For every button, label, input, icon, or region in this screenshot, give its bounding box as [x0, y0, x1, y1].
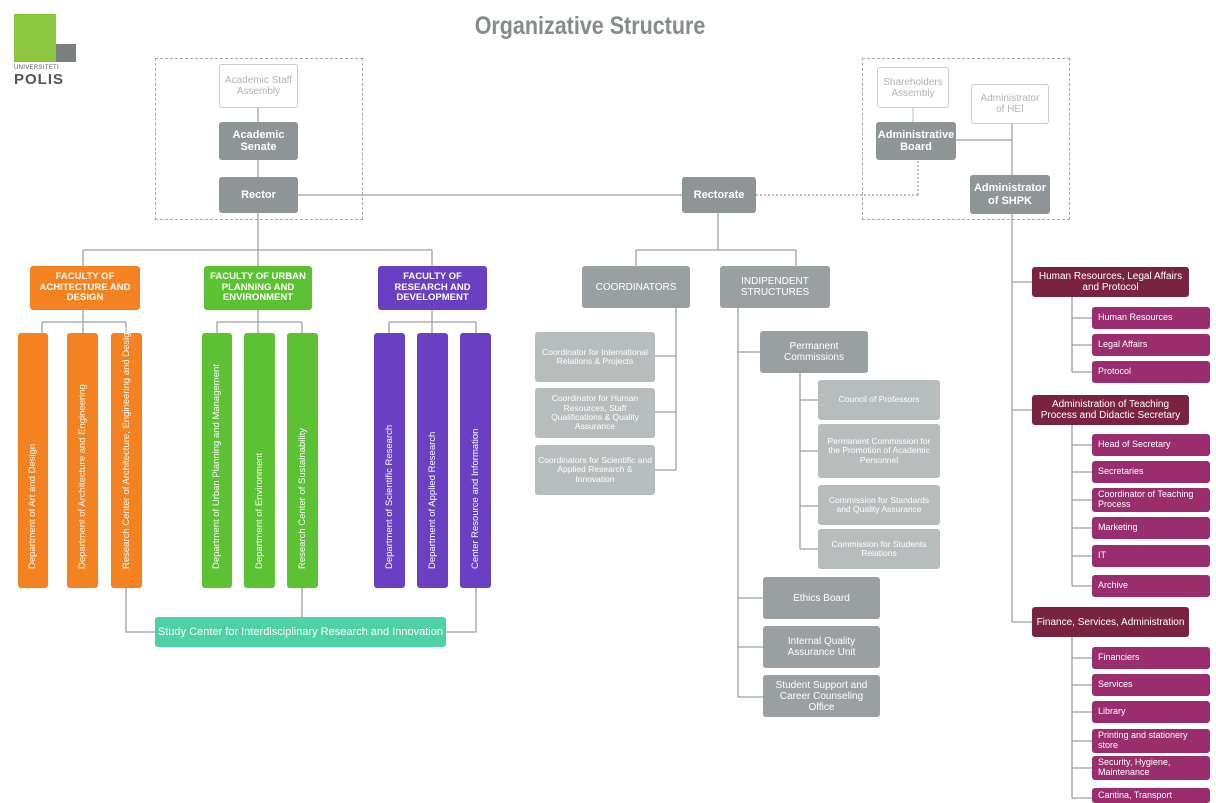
- dept-art-design: Department of Art and Design: [18, 333, 48, 588]
- left-group-frame: [155, 58, 363, 220]
- right-group-frame: [862, 58, 1070, 220]
- unit-item: Legal Affairs: [1092, 334, 1210, 356]
- dept-environment: Department of Environment: [244, 333, 275, 588]
- commission-standards: Commission for Standards and Quality Ass…: [818, 485, 940, 525]
- unit-item: Marketing: [1092, 517, 1210, 539]
- dept-applied-research: Department of Applied Research: [417, 333, 448, 588]
- study-center: Study Center for Interdisciplinary Resea…: [155, 617, 446, 647]
- logo-top-text: UNIVERSITETI: [14, 65, 59, 71]
- dept-label: Department of Urban Planning and Managem…: [211, 364, 222, 569]
- unit-item: Security, Hygiene, Maintenance: [1092, 756, 1210, 780]
- academic-staff-assembly: Academic Staff Assembly: [219, 64, 298, 108]
- research-center-sustainability: Research Center of Sustainability: [287, 333, 318, 588]
- coordinator-research: Coordinators for Scientific and Applied …: [535, 445, 655, 495]
- unit-item: Financiers: [1092, 647, 1210, 669]
- dept-label: Research Center of Sustainability: [296, 428, 308, 569]
- dept-label: Center Resource and Information: [469, 428, 481, 569]
- coordinator-human-resources: Coordinator for Human Resources, Staff Q…: [535, 388, 655, 438]
- unit-item: Cantina, Transport: [1092, 788, 1210, 803]
- dept-label: Department of Scientific Research: [383, 424, 395, 569]
- independent-structures-header: INDIPENDENT STRUCTURES: [720, 266, 830, 308]
- unit-item: Head of Secretary: [1092, 434, 1210, 456]
- faculty-research-development: FACULTY OF RESEARCH AND DEVELOPMENT: [378, 266, 487, 310]
- unit-item: Printing and stationery store: [1092, 729, 1210, 753]
- logo-green-square: [14, 14, 56, 62]
- faculty-architecture-design: FACULTY OF ACHITECTURE AND DESIGN: [30, 266, 140, 310]
- commission-students: Commission for Students Relations: [818, 529, 940, 569]
- center-resource-information: Center Resource and Information: [460, 333, 491, 588]
- unit-item: IT: [1092, 545, 1210, 567]
- page-title: Organizative Structure: [474, 12, 706, 40]
- unit-item: Protocol: [1092, 361, 1210, 383]
- logo-gray-square: [56, 44, 76, 62]
- dept-label: Department of Environment: [253, 452, 265, 569]
- rectorate: Rectorate: [682, 177, 756, 213]
- logo-name: POLIS: [14, 71, 65, 88]
- unit-item: Services: [1092, 674, 1210, 696]
- coordinators-header: COORDINATORS: [582, 266, 690, 308]
- dept-scientific-research: Department of Scientific Research: [374, 333, 405, 588]
- dept-label: Research Center of Architecture, Enginee…: [120, 327, 132, 569]
- permanent-commissions: Permanent Commissions: [760, 331, 868, 373]
- administrative-board: Administrative Board: [876, 122, 956, 160]
- commission-promotion: Permanent Commission for the Promotion o…: [818, 424, 940, 478]
- dept-label: Department of Architecture and Engineeri…: [76, 384, 88, 569]
- academic-senate: Academic Senate: [219, 122, 298, 160]
- administrator-of-shpk: Administrator of SHPK: [970, 175, 1050, 214]
- unit-item: Library: [1092, 701, 1210, 723]
- unit-item: Coordinator of Teaching Process: [1092, 488, 1210, 512]
- coordinator-international: Coordinator for International Relations …: [535, 332, 655, 382]
- dept-urban-planning: Department of Urban Planning and Managem…: [202, 333, 232, 588]
- student-support-office: Student Support and Career Counseling Of…: [763, 675, 880, 717]
- dept-architecture-engineering: Department of Architecture and Engineeri…: [67, 333, 98, 588]
- unit-hr-legal: Human Resources, Legal Affairs and Proto…: [1032, 267, 1189, 297]
- administrator-of-hei: Administrator of HEI: [971, 84, 1049, 124]
- research-center-architecture: Research Center of Architecture, Enginee…: [111, 327, 142, 588]
- unit-teaching-process: Administration of Teaching Process and D…: [1032, 395, 1189, 425]
- unit-item: Human Resources: [1092, 307, 1210, 329]
- unit-item: Secretaries: [1092, 461, 1210, 483]
- rector: Rector: [219, 177, 298, 213]
- faculty-urban-planning: FACULTY OF URBAN PLANNING AND ENVIRONMEN…: [204, 266, 312, 310]
- shareholders-assembly: Shareholders Assembly: [877, 67, 949, 108]
- council-of-professors: Council of Professors: [818, 380, 940, 420]
- university-logo: UNIVERSITETI POLIS: [14, 14, 76, 88]
- dept-label: Department of Applied Research: [426, 431, 438, 569]
- unit-finance: Finance, Services, Administration: [1032, 607, 1189, 637]
- quality-assurance-unit: Internal Quality Assurance Unit: [763, 626, 880, 668]
- dept-label: Department of Art and Design: [27, 443, 38, 569]
- unit-item: Archive: [1092, 575, 1210, 597]
- ethics-board: Ethics Board: [763, 577, 880, 619]
